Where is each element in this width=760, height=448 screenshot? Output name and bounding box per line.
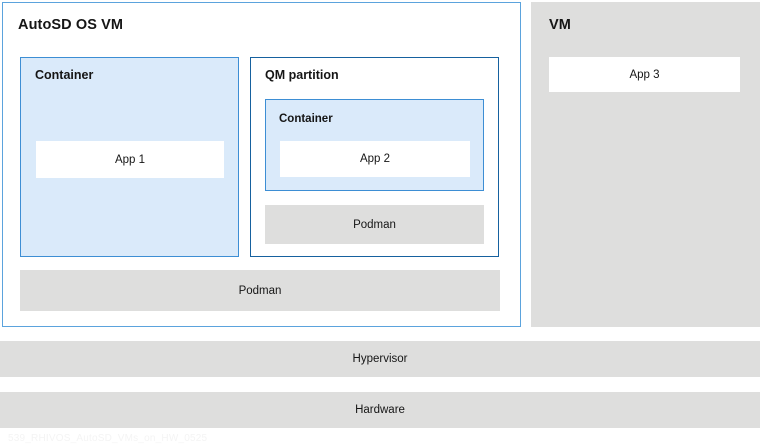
hardware-bar: Hardware bbox=[0, 392, 760, 428]
app-1-chip: App 1 bbox=[36, 141, 224, 178]
watermark-text: 539_RHIVOS_AutoSD_VMs_on_HW_0525 bbox=[8, 433, 208, 444]
vm-title: VM bbox=[549, 17, 571, 33]
autosd-os-vm-title: AutoSD OS VM bbox=[18, 17, 124, 33]
app-1-label: App 1 bbox=[114, 153, 146, 166]
hypervisor-label: Hypervisor bbox=[352, 353, 408, 365]
vm-frame bbox=[531, 2, 760, 327]
hypervisor-bar: Hypervisor bbox=[0, 341, 760, 377]
podman-qm-bar: Podman bbox=[265, 205, 484, 244]
app-2-label: App 2 bbox=[359, 153, 391, 165]
app-3-chip: App 3 bbox=[549, 57, 740, 92]
hardware-label: Hardware bbox=[355, 404, 405, 416]
app-3-label: App 3 bbox=[629, 68, 660, 81]
podman-qm-label: Podman bbox=[353, 218, 396, 231]
container-nested-title: Container bbox=[279, 113, 333, 125]
app-2-chip: App 2 bbox=[280, 141, 470, 177]
podman-main-bar: Podman bbox=[20, 270, 500, 311]
container-left-title: Container bbox=[35, 68, 94, 82]
podman-main-label: Podman bbox=[238, 284, 282, 297]
qm-partition-title: QM partition bbox=[265, 68, 339, 82]
